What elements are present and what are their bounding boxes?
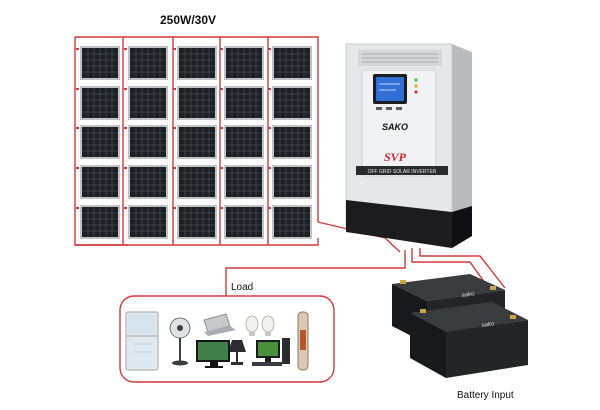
- inverter-indicator-led: [414, 84, 418, 88]
- panel-terminal-marker: [76, 167, 79, 169]
- solar-panel: [124, 46, 168, 80]
- wiring: [74, 36, 506, 383]
- inverter-label-strip: [356, 166, 448, 175]
- desktop-computer-icon: [252, 338, 290, 366]
- panel-terminal-marker: [268, 88, 271, 90]
- panel-terminal-marker: [124, 207, 127, 209]
- solar-panel: [173, 46, 217, 80]
- inverter-vent-slots: [362, 53, 438, 63]
- panel-terminal-marker: [220, 48, 223, 50]
- solar-panel: [220, 46, 264, 80]
- desk-lamp-icon: [228, 340, 246, 365]
- load-wire: [225, 250, 406, 296]
- solar-panel: [268, 125, 312, 159]
- inverter-model-badge: SVP: [384, 150, 407, 164]
- panel-terminal-marker: [173, 207, 176, 209]
- battery-brand-label: sako: [461, 291, 475, 299]
- inverter-strip-text: OFF GRID SOLAR INVERTER: [368, 169, 437, 175]
- panel-rating-label: 250W/30V: [160, 13, 216, 27]
- inverter-brand-logo: SAKO: [382, 122, 408, 132]
- solar-panel: [124, 86, 168, 120]
- solar-panel: [76, 46, 120, 80]
- panel-terminal-marker: [268, 167, 271, 169]
- battery-brand-label: sako: [481, 321, 495, 329]
- panel-terminal-marker: [268, 48, 271, 50]
- solar-panel: [76, 125, 120, 159]
- panel-terminal-marker: [76, 88, 79, 90]
- water-heater-icon: [297, 311, 309, 371]
- solar-panel: [268, 86, 312, 120]
- panel-terminal-marker: [268, 207, 271, 209]
- panel-terminal-marker: [268, 127, 271, 129]
- inverter-base-side: [452, 206, 472, 248]
- solar-panel: [268, 205, 312, 239]
- solar-panel: [76, 86, 120, 120]
- solar-panel: [173, 125, 217, 159]
- battery-input-label: Battery Input: [457, 390, 514, 401]
- laptop-icon: [203, 313, 236, 336]
- panel-terminal-marker: [76, 48, 79, 50]
- solar-panel: [173, 86, 217, 120]
- inverter: SAKO SVP OFF GRID SOLAR INVERTER: [345, 43, 472, 249]
- panel-terminal-marker: [173, 88, 176, 90]
- load-appliances: [125, 311, 309, 371]
- fan-icon: [169, 317, 191, 366]
- battery-bank: sako sako: [392, 274, 528, 378]
- television-icon: [196, 340, 230, 368]
- solar-panel: [173, 165, 217, 199]
- inverter-base: [346, 200, 452, 248]
- inverter-button: [396, 107, 402, 110]
- solar-panel: [173, 205, 217, 239]
- solar-panel: [76, 205, 120, 239]
- solar-panel: [220, 165, 264, 199]
- panel-terminal-marker: [124, 127, 127, 129]
- panel-terminal-marker: [173, 48, 176, 50]
- panel-terminal-marker: [124, 167, 127, 169]
- battery-wire-negative: [419, 248, 506, 289]
- inverter-button: [386, 107, 392, 110]
- inverter-lcd-screen: [376, 77, 404, 101]
- solar-panel: [124, 165, 168, 199]
- inverter-side: [452, 44, 472, 248]
- solar-panel-array: [76, 46, 312, 239]
- panel-bottom-wire: [75, 238, 319, 246]
- solar-panel: [268, 46, 312, 80]
- panel-terminal-marker: [124, 88, 127, 90]
- panel-terminal-marker: [220, 127, 223, 129]
- panel-terminal-marker: [220, 167, 223, 169]
- panel-terminal-marker: [220, 88, 223, 90]
- load-enclosure: [119, 295, 335, 383]
- panel-terminal-marker: [173, 127, 176, 129]
- panel-terminal-marker: [76, 127, 79, 129]
- solar-panel: [220, 205, 264, 239]
- solar-panel: [220, 86, 264, 120]
- solar-panel: [124, 205, 168, 239]
- solar-panel: [76, 165, 120, 199]
- solar-panel: [268, 165, 312, 199]
- inverter-button: [376, 107, 382, 110]
- panel-terminal-marker: [220, 207, 223, 209]
- panel-terminal-marker: [124, 48, 127, 50]
- solar-panel: [220, 125, 264, 159]
- load-label: Load: [231, 282, 253, 293]
- panel-terminal-marker: [173, 167, 176, 169]
- inverter-indicator-led: [414, 78, 418, 82]
- inverter-indicator-led: [414, 90, 418, 94]
- panel-top-wire: [75, 36, 401, 253]
- battery-front: sako: [410, 302, 528, 378]
- light-bulbs-icon: [245, 315, 275, 336]
- refrigerator-icon: [125, 311, 159, 371]
- solar-panel: [124, 125, 168, 159]
- panel-terminal-marker: [76, 207, 79, 209]
